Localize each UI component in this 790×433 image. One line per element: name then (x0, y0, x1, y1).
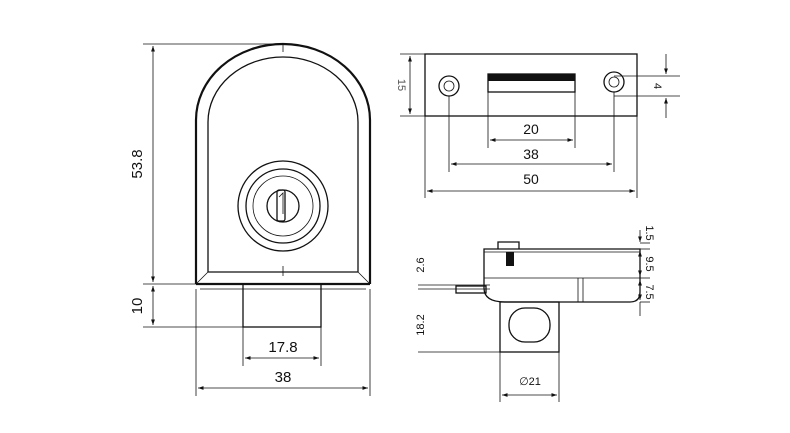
lock-outer-ring (237, 160, 329, 252)
dim-bottom-height-label: 10 (129, 298, 146, 315)
dim-9-5-label: 9.5 (643, 256, 655, 271)
lock-inner-ring (252, 175, 314, 237)
lock-middle-ring (245, 168, 321, 244)
dim-hole-distance-label: 38 (523, 146, 539, 162)
front-body-inner (207, 56, 359, 272)
top-right-hole (603, 71, 625, 93)
dim-height-label: 53.8 (129, 149, 146, 178)
side-clip (497, 241, 520, 249)
top-view: 15 4 20 38 50 (395, 53, 680, 198)
dim-slot-width-label: 20 (523, 121, 539, 137)
side-view: 1.5 9.5 7.5 2.6 18.2 ∅21 (415, 225, 655, 402)
dim-diameter-label: ∅21 (519, 376, 541, 388)
front-cylinder (242, 283, 322, 328)
top-plate (424, 53, 638, 117)
side-cylinder (499, 301, 560, 353)
dim-cylinder-width-label: 17.8 (268, 339, 297, 356)
top-left-hole (438, 75, 460, 97)
dim-1-5-label: 1.5 (643, 225, 655, 240)
front-view: 53.8 10 17.8 38 (129, 42, 372, 396)
dim-7-5-label: 7.5 (643, 284, 655, 299)
keyhole-icon (276, 189, 286, 222)
dim-2-6-label: 2.6 (415, 257, 427, 272)
dim-total-length-label: 50 (523, 171, 539, 187)
front-body-outer (194, 42, 372, 284)
side-bolt (455, 285, 487, 294)
dim-total-width-label: 38 (275, 369, 292, 386)
dim-hole-offset-label: 4 (651, 83, 663, 89)
dim-plate-height-label: 15 (395, 79, 407, 91)
dim-18-2-label: 18.2 (415, 314, 427, 335)
